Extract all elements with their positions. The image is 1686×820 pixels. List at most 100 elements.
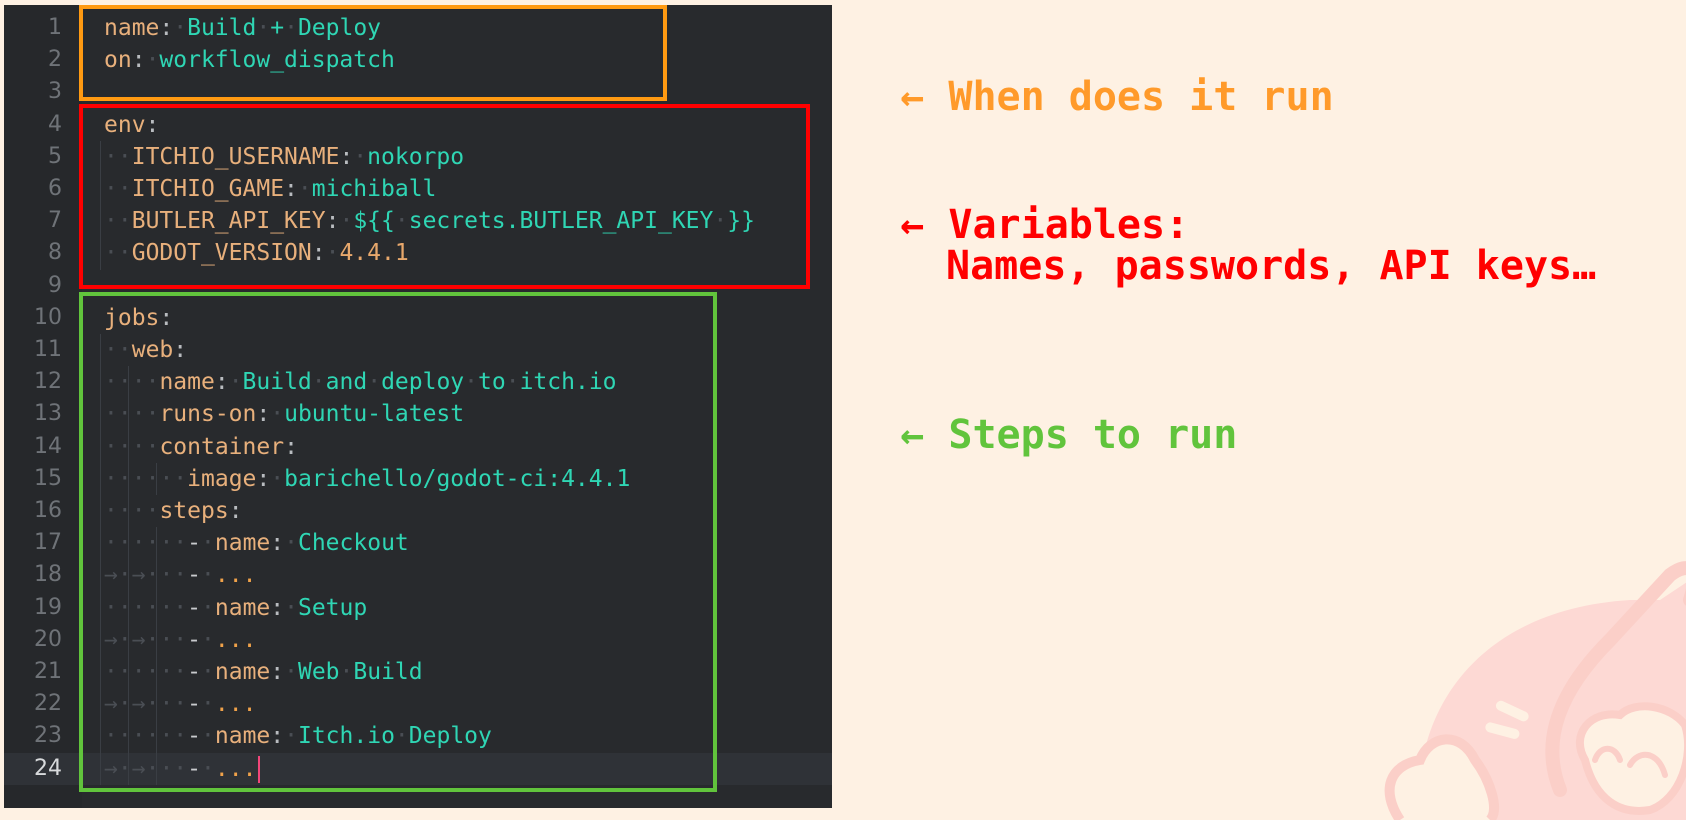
line-number: 11 [34, 337, 62, 362]
line-number: 9 [48, 272, 62, 298]
line-number: 15 [34, 465, 62, 491]
whitespace-marker: · [201, 626, 215, 653]
whitespace-marker: · [104, 433, 118, 460]
indent-guide [100, 334, 101, 785]
whitespace-marker: · [145, 465, 160, 492]
variables-annotation: ← Variables: [852, 156, 1189, 248]
whitespace-marker: · [173, 691, 188, 718]
yaml-key: ITCHIO_GAME [131, 176, 285, 202]
whitespace-marker: · [159, 659, 174, 685]
tab-marker-icon: → [104, 626, 118, 653]
whitespace-marker: · [173, 594, 188, 621]
whitespace-marker: · [353, 143, 368, 170]
line-content: ··web: [104, 334, 187, 366]
code-line[interactable]: 9 [4, 270, 832, 302]
yaml-key: steps [159, 498, 229, 524]
variables-detail: Names, passwords, API keys… [946, 243, 1597, 289]
code-line[interactable]: 3 [4, 76, 832, 108]
whitespace-marker: · [117, 143, 132, 170]
indent-guide [156, 527, 157, 785]
tab-marker-icon: → [104, 691, 118, 718]
arrow-left-icon: ← [900, 412, 925, 458]
yaml-key: name [214, 723, 271, 750]
whitespace-marker: · [311, 369, 326, 396]
code-line[interactable]: 24→·→···-·... [4, 752, 832, 785]
trigger-label: When does it run [948, 74, 1334, 120]
code-line[interactable]: 15······image:·barichello/godot-ci:4.4.1 [4, 463, 832, 495]
line-number: 23 [34, 723, 62, 749]
whitespace-marker: · [159, 723, 174, 750]
code-line[interactable]: 23······-·name:·Itch.io·Deploy [4, 720, 832, 752]
yaml-key: name [214, 659, 271, 685]
tab-marker-icon: → [131, 755, 146, 782]
whitespace-marker: · [201, 562, 215, 589]
yaml-value: Web·Build [297, 659, 423, 685]
yaml-colon: : [284, 176, 298, 202]
whitespace-marker: · [104, 594, 118, 621]
code-line[interactable]: 7··BUTLER_API_KEY:·${{·secrets.BUTLER_AP… [4, 205, 832, 237]
list-dash: - [187, 723, 202, 750]
yaml-colon: : [159, 15, 174, 41]
code-line[interactable]: 13····runs-on:·ubuntu-latest [4, 398, 832, 430]
whitespace-marker: · [201, 594, 215, 621]
whitespace-marker: · [145, 691, 160, 718]
line-number: 22 [34, 691, 62, 717]
yaml-colon: : [270, 530, 285, 557]
yaml-value: 4.4.1 [339, 240, 409, 267]
line-number: 19 [34, 594, 62, 620]
code-line[interactable]: 19······-·name:·Setup [4, 592, 832, 624]
code-line[interactable]: 11 ··web: [4, 334, 832, 366]
whitespace-marker: · [131, 401, 146, 428]
whitespace-marker: · [394, 723, 409, 750]
whitespace-marker: · [145, 401, 160, 428]
line-number: 18 [34, 562, 62, 588]
whitespace-marker: · [284, 530, 298, 557]
whitespace-marker: · [159, 530, 174, 557]
code-line[interactable]: 21······-·name:·Web·Build [4, 656, 832, 688]
yaml-key: web [131, 337, 174, 363]
line-number: 12 [34, 369, 62, 395]
whitespace-marker: · [145, 594, 160, 621]
variables-label: Variables: [948, 202, 1190, 248]
whitespace-marker: · [464, 369, 479, 396]
yaml-colon: : [311, 240, 326, 267]
line-number: 10 [34, 304, 62, 330]
line-number: 16 [34, 498, 62, 523]
whitespace-marker: · [284, 15, 298, 41]
line-number: 1 [48, 15, 62, 40]
yaml-key: env [104, 111, 146, 138]
tab-marker-icon: → [131, 562, 146, 589]
yaml-value: nokorpo [367, 143, 465, 170]
steps-highlight-box [79, 292, 717, 792]
yaml-colon: : [145, 111, 160, 138]
code-line[interactable]: 20→·→···-·... [4, 624, 832, 656]
code-line[interactable]: 8··GODOT_VERSION:·4.4.1 [4, 237, 832, 269]
line-number: 3 [48, 79, 62, 105]
code-line[interactable]: 22→·→···-·... [4, 688, 832, 720]
code-line[interactable]: 5··ITCHIO_USERNAME:·nokorpo [4, 141, 832, 173]
list-dash: - [187, 594, 202, 621]
line-content: name:·Build·+·Deploy [104, 12, 381, 44]
whitespace-marker: · [173, 530, 188, 557]
yaml-value: Build·and·deploy·to·itch.io [242, 369, 617, 396]
yaml-value: Checkout [297, 530, 409, 557]
code-line[interactable]: 17······-·name:·Checkout [4, 527, 832, 559]
code-line[interactable]: 6··ITCHIO_GAME:·michiball [4, 173, 832, 205]
code-line[interactable]: 16····steps: [4, 495, 832, 527]
whitespace-marker: · [145, 562, 160, 589]
code-line[interactable]: 12····name:·Build·and·deploy·to·itch.io [4, 366, 832, 398]
line-number-gutter [4, 5, 82, 808]
list-dash: - [187, 626, 202, 653]
whitespace-marker: · [173, 659, 188, 685]
code-line[interactable]: 14····container: [4, 431, 832, 463]
steps-label: Steps to run [948, 412, 1238, 458]
line-number: 2 [48, 47, 62, 73]
line-number: 13 [34, 401, 62, 427]
whitespace-marker: · [145, 433, 160, 460]
yaml-key: GODOT_VERSION [131, 240, 312, 267]
